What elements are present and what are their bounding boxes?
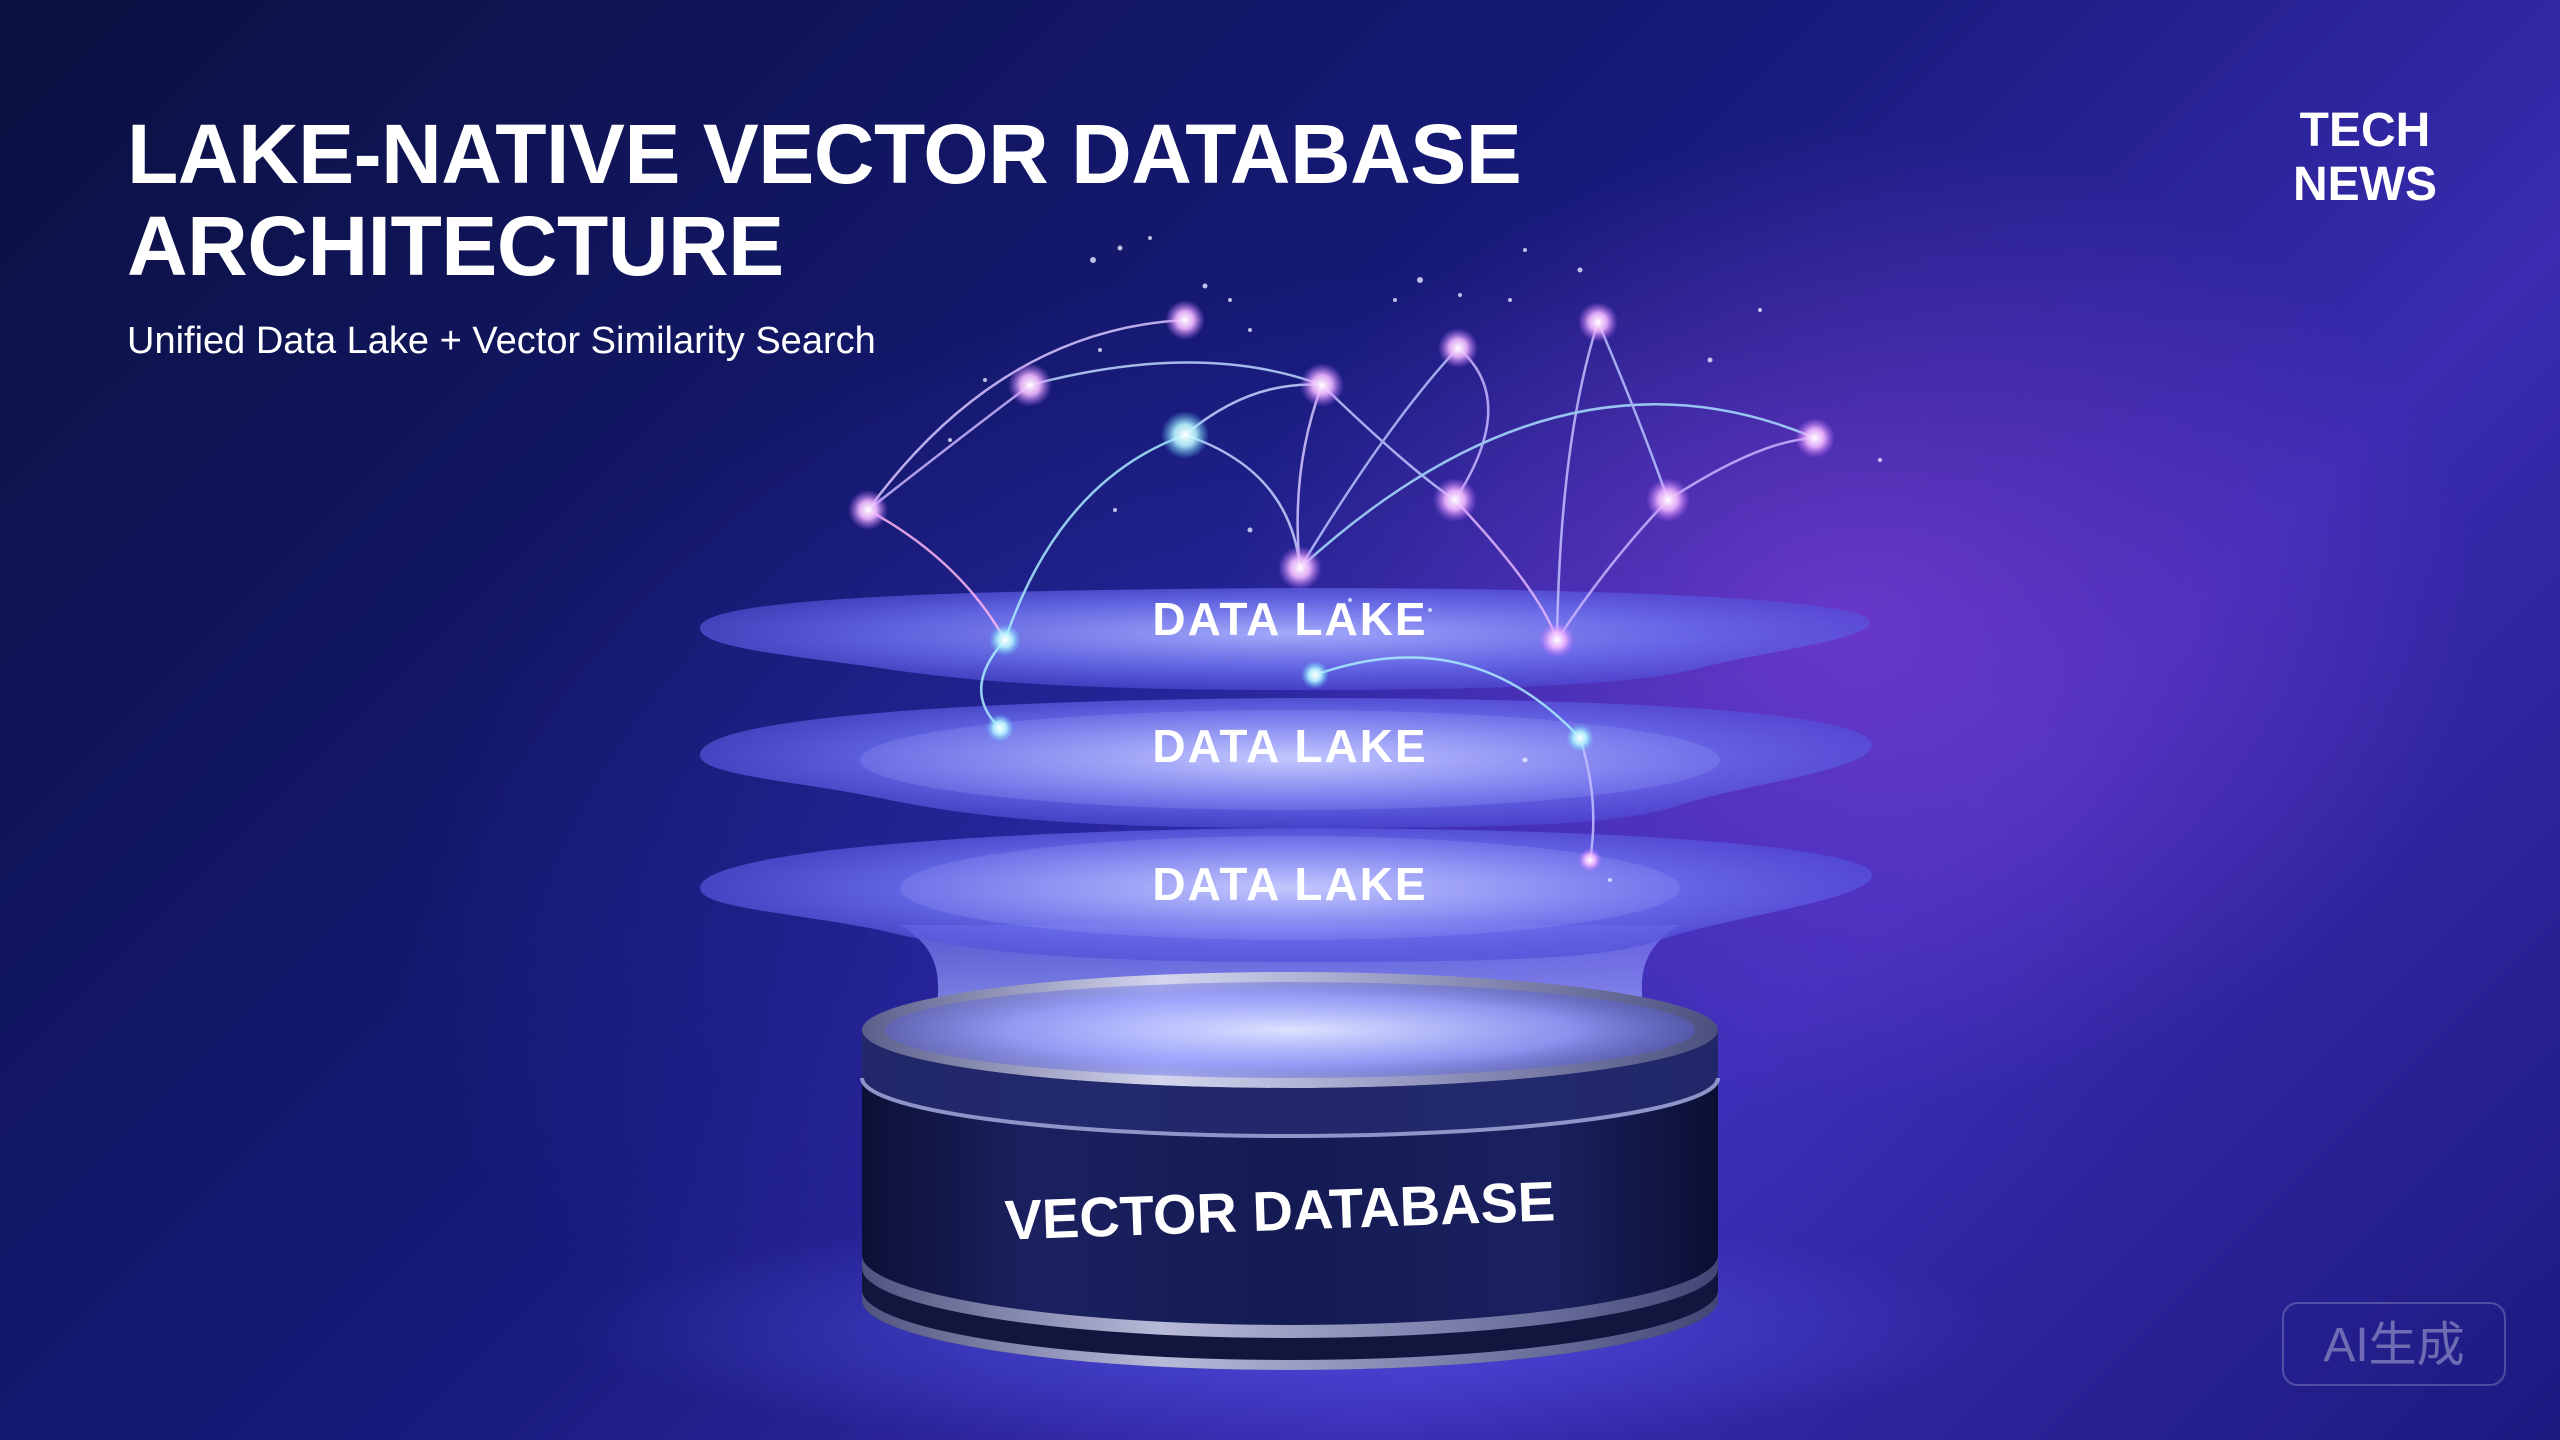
data-lake-label-2: DATA LAKE <box>1152 720 1427 772</box>
vector-node <box>848 490 888 530</box>
vector-node <box>989 624 1021 656</box>
data-lake-label-1: DATA LAKE <box>1152 593 1427 645</box>
data-lake-layer-1 <box>700 588 1870 690</box>
vector-node <box>1161 411 1209 459</box>
vector-node <box>986 714 1014 742</box>
pedestal <box>860 972 1720 1370</box>
vector-node <box>1795 418 1835 458</box>
page-subtitle: Unified Data Lake + Vector Similarity Se… <box>127 320 876 362</box>
data-lake-label-3: DATA LAKE <box>1152 858 1427 910</box>
particles <box>948 236 1882 882</box>
brand-logo: TECH NEWS <box>2293 104 2437 211</box>
ai-generated-badge: AI生成 <box>2282 1302 2506 1386</box>
vector-node <box>1301 661 1329 689</box>
vector-node <box>1300 363 1344 407</box>
vector-node <box>1433 478 1477 522</box>
vector-node <box>1278 546 1322 590</box>
page-title: LAKE-NATIVE VECTOR DATABASE ARCHITECTURE <box>127 107 1522 293</box>
vector-node <box>1438 328 1478 368</box>
vector-node <box>1646 478 1690 522</box>
vector-node <box>1578 302 1618 342</box>
vector-node <box>1566 724 1594 752</box>
vector-node <box>1578 848 1602 872</box>
vector-node <box>1165 300 1205 340</box>
vector-node <box>1008 363 1052 407</box>
vector-node <box>1539 622 1575 658</box>
vector-nodes <box>848 300 1835 872</box>
